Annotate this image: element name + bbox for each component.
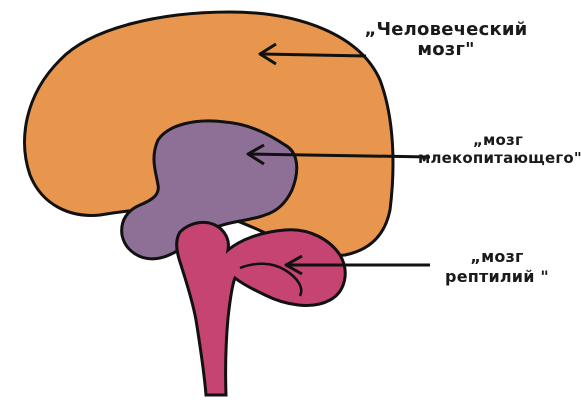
label-mammal-line1: „мозг [418,131,578,149]
label-mammal-line2: млекопитающего" [418,149,578,167]
label-human-line1: „Человеческий [356,20,536,40]
label-human-brain: „Человеческий мозг" [356,20,536,60]
arrow-human-shaft [262,54,366,56]
label-human-line2: мозг" [356,40,536,60]
label-reptile-brain: „мозг рептилий " [422,247,572,287]
brainstem-region [177,222,346,395]
label-reptile-line2: рептилий " [422,267,572,287]
label-mammal-brain: „мозг млекопитающего" [418,131,578,167]
label-reptile-line1: „мозг [422,247,572,267]
